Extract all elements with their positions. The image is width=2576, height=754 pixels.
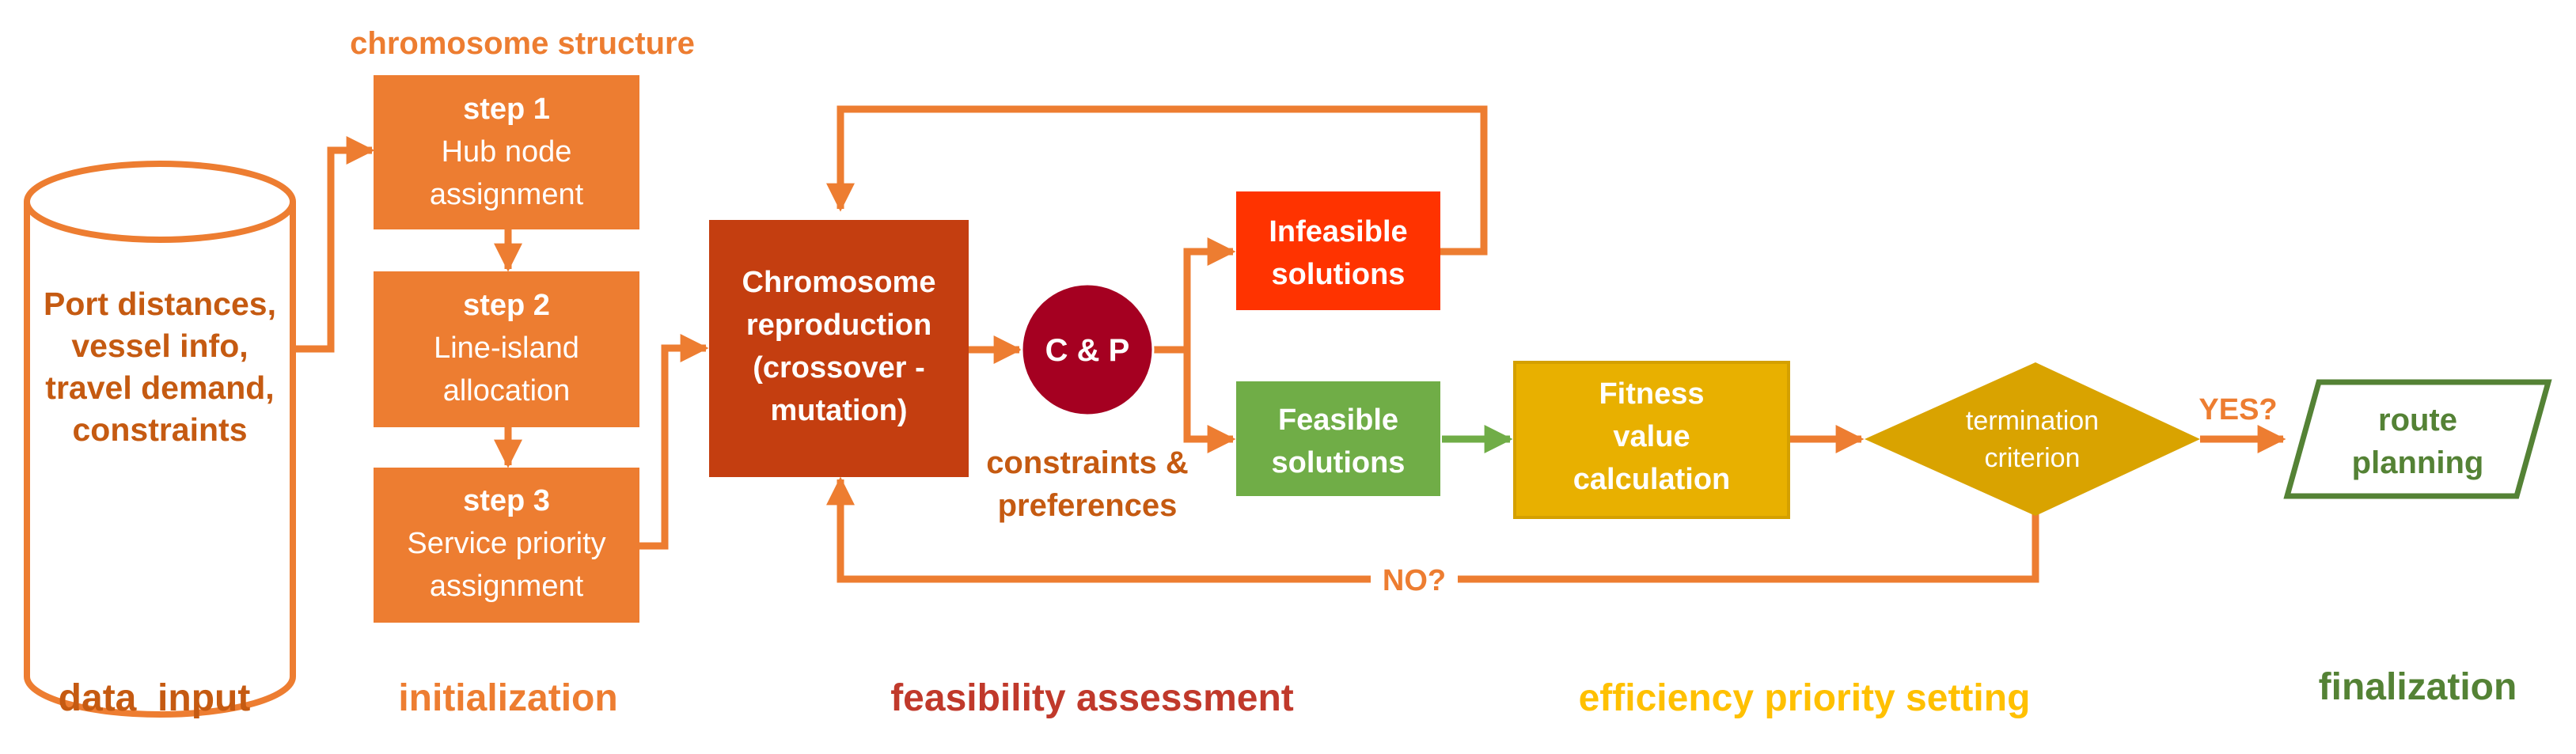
chromosome-structure-title: chromosome structure: [350, 26, 695, 61]
feasible-line-2: solutions: [1272, 446, 1406, 479]
reproduction-line-4: mutation): [770, 394, 907, 427]
yes-label: YES?: [2199, 393, 2277, 426]
stage-label-initialization: initialization: [398, 677, 617, 719]
feasible-box: Feasible solutions: [1236, 381, 1440, 496]
arrow-cp-to-feasible: [1183, 350, 1236, 453]
arrow-step3-to-reproduction: [639, 334, 709, 550]
step-2-line-2: allocation: [443, 374, 571, 407]
stage-label-efficiency: efficiency priority setting: [1579, 677, 2031, 719]
data-input-line-3: travel demand,: [45, 369, 274, 406]
step-3-line-2: assignment: [430, 570, 584, 603]
infeasible-box: Infeasible solutions: [1236, 191, 1440, 310]
stage-label-finalization: finalization: [2319, 666, 2517, 708]
reproduction-line-3: (crossover -: [753, 351, 925, 385]
step-box-2: step 2 Line-island allocation: [374, 271, 639, 427]
step-box-3: step 3 Service priority assignment: [374, 468, 639, 623]
step-3-line-1: Service priority: [407, 527, 605, 560]
step-2-line-1: Line-island: [434, 332, 579, 365]
step-1-line-2: assignment: [430, 178, 584, 211]
route-line-1: route: [2378, 403, 2457, 438]
cp-label: C & P: [1045, 333, 1130, 368]
step-2-title: step 2: [463, 289, 550, 322]
cp-circle: C & P: [1020, 282, 1155, 417]
fitness-line-3: calculation: [1573, 463, 1731, 496]
infeasible-line-1: Infeasible: [1269, 215, 1407, 248]
route-line-2: planning: [2352, 445, 2484, 480]
arrow-infeasible-loop: [826, 105, 1488, 256]
stage-label-feasibility: feasibility assessment: [890, 677, 1294, 719]
reproduction-box: Chromosome reproduction (crossover - mut…: [709, 220, 969, 477]
no-label: NO?: [1383, 564, 1446, 597]
termination-diamond: termination criterion: [1865, 362, 2200, 516]
termination-line-1: termination: [1966, 406, 2099, 436]
fitness-line-2: value: [1613, 420, 1690, 453]
arrow-input-to-step1: [290, 136, 375, 353]
no-label-group: NO?: [1371, 560, 1458, 598]
feasible-line-1: Feasible: [1278, 404, 1398, 437]
fitness-line-1: Fitness: [1599, 377, 1704, 411]
cp-caption-line-2: preferences: [998, 488, 1178, 523]
step-1-title: step 1: [463, 93, 550, 126]
arrow-cp-to-infeasible: [1152, 237, 1236, 354]
stage-label-data-input: data input: [59, 677, 251, 719]
infeasible-line-2: solutions: [1272, 258, 1406, 291]
data-input-cylinder: Port distances, vessel info, travel dema…: [24, 161, 296, 718]
reproduction-line-2: reproduction: [746, 309, 931, 342]
step-1-line-1: Hub node: [442, 135, 572, 169]
fitness-box: Fitness value calculation: [1513, 361, 1790, 519]
termination-line-2: criterion: [1985, 443, 2081, 473]
cp-caption-line-1: constraints &: [986, 445, 1189, 480]
step-box-1: step 1 Hub node assignment: [374, 75, 639, 229]
reproduction-line-1: Chromosome: [742, 266, 936, 299]
data-input-line-1: Port distances,: [44, 286, 276, 322]
step-3-title: step 3: [463, 484, 550, 517]
route-planning-box: route planning: [2283, 379, 2552, 499]
data-input-line-4: constraints: [73, 411, 248, 448]
data-input-line-2: vessel info,: [71, 328, 248, 364]
